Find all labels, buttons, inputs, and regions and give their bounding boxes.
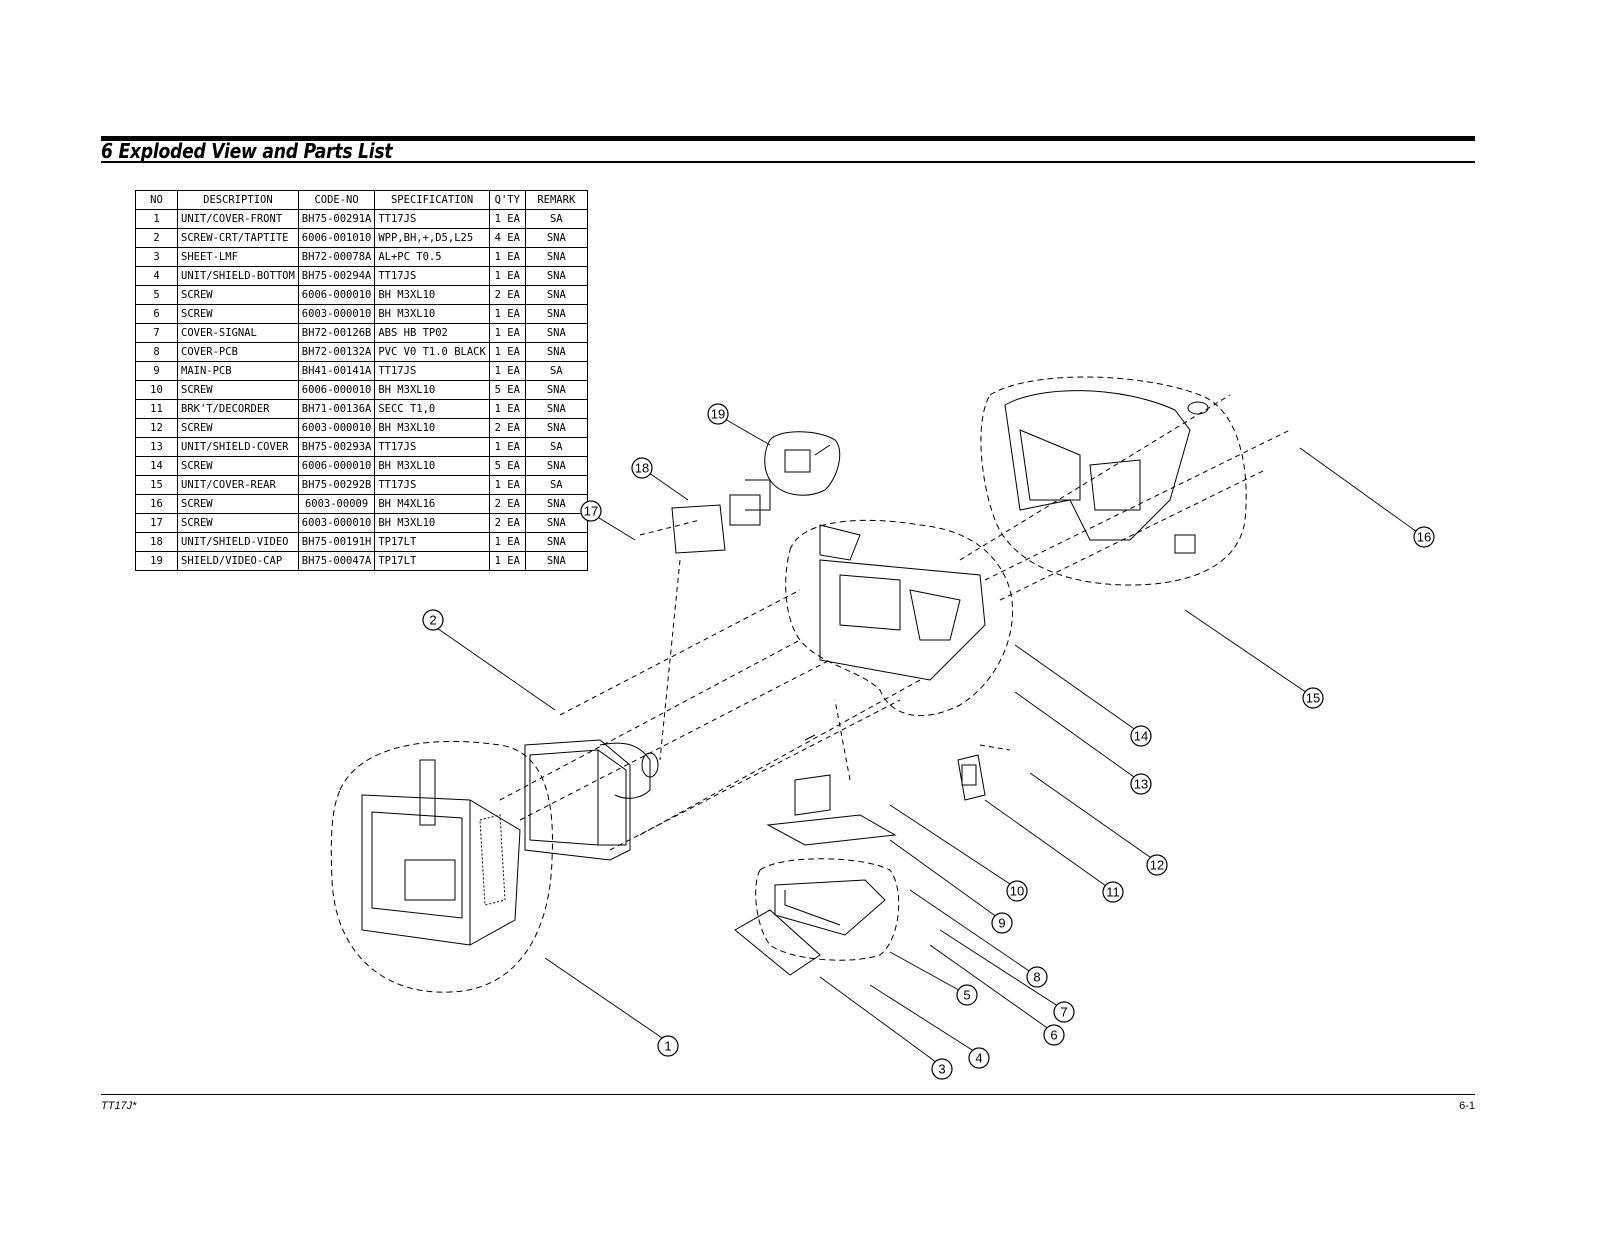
cell-remark: SNA (524, 380, 588, 400)
shield-cover-outline (785, 519, 1014, 717)
callout-1: 1 (657, 1035, 679, 1057)
callout-label: 13 (1134, 777, 1148, 792)
rear-cover-outline (980, 376, 1247, 586)
callout-label: 8 (1033, 970, 1040, 985)
shield-cover-part (819, 524, 986, 681)
callout-label: 10 (1010, 884, 1024, 899)
callout-label: 6 (1050, 1028, 1057, 1043)
rear-cover-part (1004, 390, 1209, 554)
callout-10: 10 (1006, 880, 1028, 902)
footer-model: TT17J* (101, 1100, 137, 1112)
video-cap-part (784, 444, 831, 473)
main-pcb-part (766, 734, 897, 846)
cell-no: 19 (135, 551, 178, 571)
callout-label: 9 (998, 916, 1005, 931)
decoder-bracket-part (957, 754, 986, 801)
callout-7: 7 (1053, 1001, 1075, 1023)
cell-specification: TP17LT (374, 551, 490, 571)
callout-14: 14 (1130, 725, 1152, 747)
callout-label: 17 (584, 504, 598, 519)
callout-3: 3 (931, 1058, 953, 1080)
bottom-shield-outline (755, 858, 900, 961)
cell-description: SHIELD/VIDEO-CAP (177, 551, 299, 571)
callout-label: 4 (975, 1051, 982, 1066)
callout-15: 15 (1302, 687, 1324, 709)
cell-remark: SNA (524, 551, 588, 571)
callout-4: 4 (968, 1047, 990, 1069)
callout-label: 14 (1134, 729, 1148, 744)
footer-rule (101, 1094, 1475, 1095)
parts-list-table: NO DESCRIPTION CODE-NO SPECIFICATION Q'T… (135, 190, 588, 571)
cell-remark: SA (524, 437, 588, 457)
callout-11: 11 (1102, 881, 1124, 903)
callout-label: 18 (635, 461, 649, 476)
footer-page-number: 6-1 (1459, 1100, 1475, 1112)
callout-label: 12 (1150, 858, 1164, 873)
video-cap-outline (764, 431, 841, 496)
front-cover-part (361, 759, 521, 946)
callout-16: 16 (1413, 526, 1435, 548)
callout-label: 3 (938, 1062, 945, 1077)
assembly-lines (499, 394, 1291, 851)
leader-lines (433, 414, 1425, 1066)
callout-12: 12 (1146, 854, 1168, 876)
callout-label: 7 (1060, 1005, 1067, 1020)
front-cover-outline (330, 740, 553, 993)
callout-2: 2 (422, 609, 444, 631)
cell-no: 17 (135, 513, 178, 533)
cell-description: UNIT/SHIELD-BOTTOM (177, 266, 299, 286)
cell-no: 3 (135, 247, 178, 267)
page-title: 6 Exploded View and Parts List (101, 139, 393, 163)
callout-19: 19 (707, 403, 729, 425)
callout-18: 18 (631, 457, 653, 479)
header-rule (101, 161, 1475, 163)
crt-part (524, 739, 659, 861)
callout-label: 2 (429, 613, 436, 628)
callout-label: 5 (963, 988, 970, 1003)
callout-6: 6 (1043, 1024, 1065, 1046)
callout-17: 17 (580, 500, 602, 522)
callout-label: 16 (1417, 530, 1431, 545)
lmf-sheet-part (734, 909, 821, 976)
callout-label: 1 (664, 1039, 671, 1054)
callout-label: 15 (1306, 691, 1320, 706)
callout-5: 5 (956, 984, 978, 1006)
callout-9: 9 (991, 912, 1013, 934)
callout-label: 19 (711, 407, 725, 422)
callout-label: 11 (1106, 885, 1120, 900)
bottom-shield-part (774, 879, 886, 936)
cell-remark: SNA (524, 323, 588, 343)
callout-13: 13 (1130, 773, 1152, 795)
header-top-bar (101, 136, 1475, 141)
callout-8: 8 (1026, 966, 1048, 988)
video-shield-part (671, 479, 771, 554)
